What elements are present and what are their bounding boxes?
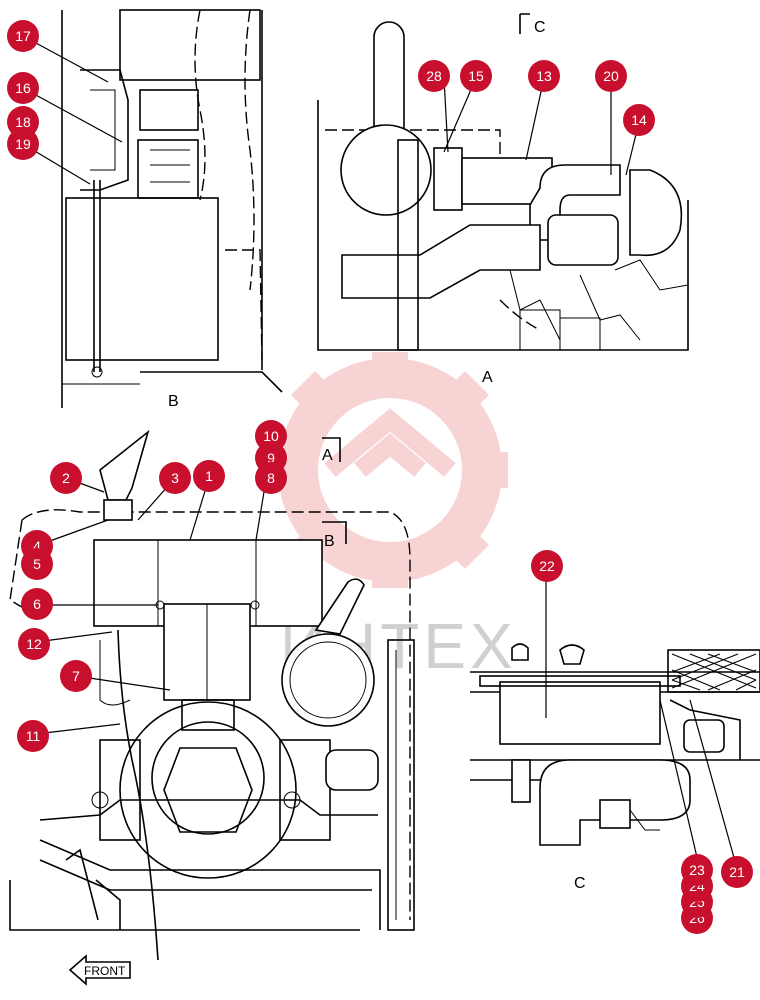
view-c-drawing — [470, 643, 760, 846]
callout-21: 21 — [721, 856, 753, 888]
callout-23: 23 — [681, 854, 713, 886]
svg-text:3: 3 — [171, 470, 179, 486]
callout-19: 19 — [7, 128, 39, 160]
svg-text:15: 15 — [468, 68, 484, 84]
svg-text:17: 17 — [15, 28, 31, 44]
callout-3: 3 — [159, 462, 191, 494]
svg-text:13: 13 — [536, 68, 552, 84]
view-a-arrow-label: A — [322, 447, 333, 464]
callout-16: 16 — [7, 72, 39, 104]
svg-text:19: 19 — [15, 136, 31, 152]
callout-18: 18 — [7, 106, 39, 138]
svg-text:9: 9 — [267, 450, 275, 466]
svg-text:22: 22 — [539, 558, 555, 574]
view-c-arrow-label: C — [534, 19, 546, 36]
callout-17: 17 — [7, 20, 39, 52]
svg-text:7: 7 — [72, 668, 80, 684]
callout-22: 22 — [531, 550, 563, 582]
svg-text:16: 16 — [15, 80, 31, 96]
view-a-drawing — [317, 13, 689, 351]
svg-text:14: 14 — [631, 112, 647, 128]
svg-text:6: 6 — [33, 596, 41, 612]
callout-2: 2 — [50, 462, 82, 494]
watermark-gear-icon — [272, 352, 508, 588]
view-b-label: B — [168, 393, 179, 410]
callout-6: 6 — [21, 588, 53, 620]
callout-13: 13 — [528, 60, 560, 92]
callout-8: 8 — [255, 462, 287, 494]
callout-12: 12 — [18, 628, 50, 660]
svg-text:23: 23 — [689, 862, 705, 878]
svg-text:8: 8 — [267, 470, 275, 486]
svg-text:20: 20 — [603, 68, 619, 84]
svg-text:10: 10 — [263, 428, 279, 444]
svg-text:5: 5 — [33, 556, 41, 572]
view-b-arrow-label: B — [324, 533, 335, 550]
callout-14: 14 — [623, 104, 655, 136]
callout-7: 7 — [60, 660, 92, 692]
callout-15: 15 — [460, 60, 492, 92]
view-c-label: C — [574, 875, 586, 892]
svg-text:12: 12 — [26, 636, 42, 652]
view-b-drawing — [61, 9, 283, 408]
front-label: FRONT — [84, 964, 126, 978]
svg-text:21: 21 — [729, 864, 745, 880]
svg-text:1: 1 — [205, 468, 213, 484]
svg-text:28: 28 — [426, 68, 442, 84]
svg-text:4: 4 — [33, 538, 41, 554]
front-view-drawing: FRONT — [9, 429, 415, 986]
svg-text:11: 11 — [26, 728, 41, 744]
callout-11: 11 — [17, 720, 49, 752]
callout-28: 28 — [418, 60, 450, 92]
front-direction-arrow: FRONT — [68, 954, 131, 986]
callout-1: 1 — [193, 460, 225, 492]
view-a-label: A — [482, 369, 493, 386]
svg-text:18: 18 — [15, 114, 31, 130]
callout-5: 5 — [21, 548, 53, 580]
callout-20: 20 — [595, 60, 627, 92]
svg-text:2: 2 — [62, 470, 70, 486]
callout-10: 10 — [255, 420, 287, 452]
